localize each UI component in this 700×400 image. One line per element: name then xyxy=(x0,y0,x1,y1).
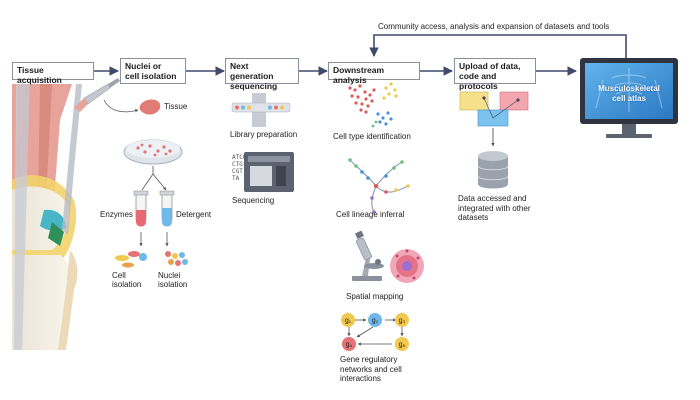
data-accessed-line3: datasets xyxy=(458,213,489,222)
gene-label-1: g₁ xyxy=(345,318,352,325)
library-preparation-label: Library preparation xyxy=(230,130,298,139)
cell-isolation-line1: Cell xyxy=(112,271,126,280)
grn-line3: interactions xyxy=(340,374,381,383)
gene-label-2: g₂ xyxy=(372,318,379,325)
gene-label-5: g₅ xyxy=(399,342,406,349)
step-tissue-acquisition-label: Tissue acquisition xyxy=(17,65,62,85)
community-loop-arrow xyxy=(369,34,627,60)
step-isolation-line2: cell isolation xyxy=(125,71,177,81)
atlas-line2: cell atlas xyxy=(612,94,646,103)
step-ngs: Next generation sequencing xyxy=(225,58,299,91)
step-isolation: Nuclei or cell isolation xyxy=(120,58,186,84)
sequence-line-2: CTG xyxy=(232,161,243,168)
cell-isolation-label: Cell isolation xyxy=(112,271,141,289)
library-preparation-illustration xyxy=(231,93,291,127)
lineage-label: Cell lineage inferral xyxy=(336,210,405,219)
community-label: Community access, analysis and expansion… xyxy=(378,22,610,31)
detergent-label: Detergent xyxy=(176,210,212,219)
cell-type-cluster-plot xyxy=(348,82,398,128)
nuclei-isolation-label: Nuclei isolation xyxy=(158,271,187,289)
data-accessed-line2: integrated with other xyxy=(458,203,531,213)
cell-type-label: Cell type identification xyxy=(333,132,411,141)
spatial-label: Spatial mapping xyxy=(346,292,404,301)
sequence-line-3: CGT xyxy=(232,168,243,175)
upload-illustration xyxy=(459,91,529,189)
gene-regulatory-network: g₁ g₂ g₃ g₄ g₅ xyxy=(341,313,409,351)
nuclei-isolation-line1: Nuclei xyxy=(158,271,181,280)
sequence-line-4: TA xyxy=(232,175,240,182)
cell-lineage-tree xyxy=(348,158,410,214)
gene-node-4 xyxy=(342,337,356,351)
step-ngs-line1: Next generation xyxy=(230,61,274,81)
step-ngs-line2: sequencing xyxy=(230,81,278,91)
tissue-label: Tissue xyxy=(164,102,188,111)
grn-label: Gene regulatory networks and cell intera… xyxy=(340,355,402,384)
sequencer-illustration xyxy=(244,152,294,192)
sequence-line-1: ATCG xyxy=(232,154,247,161)
step-isolation-line1: Nuclei or xyxy=(125,61,162,71)
atlas-label: Musculoskeletal cell atlas xyxy=(585,84,673,104)
step-upload-line2: code and protocols xyxy=(459,71,498,91)
isolation-illustration xyxy=(103,99,188,268)
gene-node-5 xyxy=(395,337,409,351)
sequencing-label: Sequencing xyxy=(232,196,275,205)
nuclei-isolation-line2: isolation xyxy=(158,280,188,289)
enzymes-label: Enzymes xyxy=(100,210,133,219)
grn-line2: networks and cell xyxy=(340,364,402,374)
step-tissue-acquisition: Tissue acquisition xyxy=(12,62,94,85)
gene-label-4: g₄ xyxy=(346,342,353,349)
gene-node-3 xyxy=(395,313,409,327)
step-downstream-analysis: Downstream analysis xyxy=(328,62,420,85)
gene-node-1 xyxy=(341,313,355,327)
cell-isolation-line2: isolation xyxy=(112,280,142,289)
step-downstream-label: Downstream analysis xyxy=(333,65,385,85)
atlas-monitor xyxy=(580,58,678,138)
gene-label-3: g₃ xyxy=(399,318,406,325)
step-upload: Upload of data, code and protocols xyxy=(454,58,536,91)
data-accessed-line1: Data accessed and xyxy=(458,194,527,203)
knee-joint-illustration xyxy=(12,78,120,350)
step-upload-line1: Upload of data, xyxy=(459,61,521,71)
atlas-line1: Musculoskeletal xyxy=(598,84,660,93)
sequence-text: ATCG CTG CGT TA xyxy=(232,154,246,182)
grn-line1: Gene regulatory xyxy=(340,355,398,364)
data-accessed-label: Data accessed and integrated with other … xyxy=(458,194,531,223)
tissue-section-illustration xyxy=(390,249,424,283)
microscope-illustration xyxy=(352,230,384,281)
gene-node-2 xyxy=(368,313,382,327)
